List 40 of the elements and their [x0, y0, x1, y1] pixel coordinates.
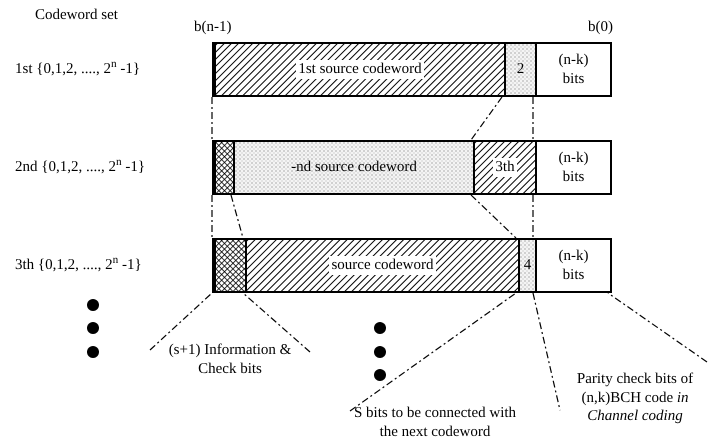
segment-label: (n-k) bits: [558, 50, 590, 88]
dash-dot-line: [211, 195, 213, 238]
segment-label: (n-k) bits: [558, 246, 590, 284]
check-bits-segment: [214, 240, 245, 291]
segment-label: 3th: [493, 158, 517, 177]
check-bits-segment: [214, 142, 233, 193]
segment-label: 4: [522, 256, 532, 275]
text-label: 2nd {0,1,2, ...., 2$^{n}$ -1}: [15, 156, 146, 177]
codeword-bar: [212, 140, 612, 195]
annotation-label: Parity check bits of (n,k)BCH code in Channel coding: [576, 370, 694, 426]
annotation-label: (s+1) Information & Check bits: [168, 341, 292, 379]
carry-bits-segment: [473, 142, 535, 193]
segment-label: (n-k) bits: [558, 148, 590, 186]
text-label: b(0): [588, 18, 613, 37]
leader-line: [350, 292, 516, 412]
leader-line: [150, 292, 212, 350]
dash-dot-line: [211, 97, 213, 140]
dash-dot-line: [532, 195, 534, 238]
segment-label: -nd source codeword: [290, 158, 418, 177]
text-label: b(n-1): [194, 18, 232, 37]
dash-dot-line: [532, 97, 534, 140]
text-label: 3th {0,1,2, ...., 2$^{n}$ -1}: [15, 254, 142, 275]
segment-label: 2: [516, 60, 526, 79]
segment-label: source codeword: [329, 256, 436, 275]
segment-label: 1st source codeword: [296, 60, 424, 79]
source-codeword-segment: [214, 44, 504, 95]
text-label: 1st {0,1,2, ...., 2$^{n}$ -1}: [15, 58, 140, 79]
codeword-bar: [212, 42, 612, 97]
source-codeword-segment: [233, 142, 473, 193]
dash-dot-line: [470, 194, 516, 238]
source-codeword-segment: [245, 240, 518, 291]
leader-line: [532, 292, 561, 410]
text-label: Codeword set: [35, 6, 118, 25]
carry-bits-segment: [504, 44, 535, 95]
annotation-label: S bits to be connected with the next codeword: [352, 404, 518, 442]
leader-line: [242, 292, 310, 352]
codeword-bar: [212, 238, 612, 293]
dash-dot-line: [230, 194, 244, 238]
leader-line: [608, 292, 708, 362]
carry-bits-segment: [518, 240, 535, 291]
